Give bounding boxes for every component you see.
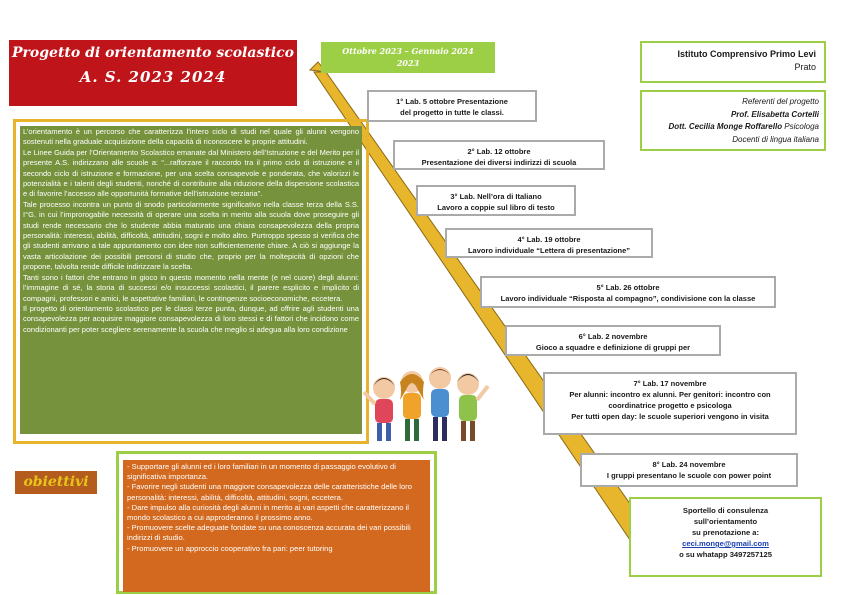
lab-4-desc: Lavoro individuale “Lettera di presentaz… bbox=[467, 246, 631, 255]
lab-6-title: 6° Lab. 2 novembre bbox=[578, 332, 648, 341]
lab-6-desc: Gioco a squadre e definizione di gruppi … bbox=[535, 343, 691, 352]
period-banner: Ottobre 2023 – Gennaio 2024 2023 bbox=[321, 42, 495, 73]
intro-paragraph: Tale processo incontra un punto di snodo… bbox=[23, 199, 359, 272]
counseling-line3: su prenotazione a: bbox=[691, 528, 760, 537]
lab-1-box: 1° Lab. 5 ottobre Presentazione del prog… bbox=[367, 90, 537, 122]
school-box: Istituto Comprensivo Primo Levi Prato bbox=[640, 41, 826, 83]
lab-1-title: 1° Lab. 5 ottobre Presentazione bbox=[396, 97, 508, 106]
referent-2-name: Dott. Cecilia Monge Roffarello bbox=[668, 122, 783, 131]
whatsapp-number: o su whatapp 3497257125 bbox=[679, 550, 772, 559]
intro-paragraph: Le Linee Guida per l’Orientamento Scolas… bbox=[23, 147, 359, 199]
objective-item: - Favorire negli studenti una maggiore c… bbox=[127, 482, 412, 502]
objective-item: - Dare impulso alla curiosità degli alun… bbox=[127, 502, 409, 523]
period-range: Ottobre 2023 – Gennaio 2024 bbox=[342, 46, 474, 56]
referents-role: Docenti di lingua italiana bbox=[732, 134, 819, 144]
lab-8-desc: I gruppi presentano le scuole con power … bbox=[606, 471, 772, 480]
objective-item: - Supportare gli alunni ed i loro famili… bbox=[127, 462, 396, 482]
lab-7-desc-1: Per alunni: incontro ex alunni. Per geni… bbox=[569, 390, 771, 399]
lab-8-title: 8° Lab. 24 novembre bbox=[652, 460, 726, 469]
children-illustration bbox=[362, 367, 490, 441]
lab-5-title: 5° Lab. 26 ottobre bbox=[596, 283, 660, 292]
referent-2-role: Psicologa bbox=[782, 122, 819, 131]
lab-7-title: 7° Lab. 17 novembre bbox=[633, 379, 707, 388]
counseling-line2: sull’orientamento bbox=[693, 517, 758, 526]
lab-3-desc: Lavoro a coppie sul libro di testo bbox=[437, 203, 555, 212]
lab-3-title: 3° Lab. Nell’ora di Italiano bbox=[450, 192, 542, 201]
school-city: Prato bbox=[794, 62, 816, 72]
lab-1-desc: del progetto in tutte le classi. bbox=[400, 108, 504, 117]
lab-2-box: 2° Lab. 12 ottobre Presentazione dei div… bbox=[393, 140, 605, 170]
lab-7-desc-2: coordinatrice progetto e psicologa bbox=[608, 401, 732, 410]
lab-3-box: 3° Lab. Nell’ora di Italiano Lavoro a co… bbox=[416, 185, 576, 216]
school-name: Istituto Comprensivo Primo Levi bbox=[677, 49, 816, 59]
referents-heading: Referenti del progetto bbox=[742, 97, 819, 106]
objectives-box: - Supportare gli alunni ed i loro famili… bbox=[116, 451, 437, 594]
counseling-box: Sportello di consulenza sull’orientament… bbox=[629, 497, 822, 577]
objective-item: - Promuovere scelte adeguate fondate su … bbox=[127, 523, 411, 543]
lab-5-desc: Lavoro individuale “Risposta al compagno… bbox=[500, 294, 756, 303]
lab-2-title: 2° Lab. 12 ottobre bbox=[467, 147, 531, 156]
intro-paragraph: L’orientamento è un percorso che caratte… bbox=[23, 127, 359, 147]
lab-4-box: 4° Lab. 19 ottobre Lavoro individuale “L… bbox=[445, 228, 653, 258]
counseling-line1: Sportello di consulenza bbox=[682, 506, 769, 515]
intro-text-box: L’orientamento è un percorso che caratte… bbox=[13, 119, 369, 444]
project-title-line1: Progetto di orientamento scolastico bbox=[12, 45, 294, 61]
intro-paragraph: Tanti sono i fattori che entrano in gioc… bbox=[23, 272, 359, 303]
referent-1: Prof. Elisabetta Cortelli bbox=[730, 109, 819, 119]
school-year: A. S. 2023 2024 bbox=[79, 68, 227, 86]
objectives-label: obiettivi bbox=[15, 471, 97, 494]
lab-6-box: 6° Lab. 2 novembre Gioco a squadre e def… bbox=[505, 325, 721, 356]
referent-2: Dott. Cecilia Monge Roffarello Psicologa bbox=[642, 121, 819, 134]
lab-8-box: 8° Lab. 24 novembre I gruppi presentano … bbox=[580, 453, 798, 487]
period-year: 2023 bbox=[396, 58, 420, 68]
referents-box: Referenti del progetto Prof. Elisabetta … bbox=[640, 90, 826, 151]
objective-item: - Promuovere un approccio cooperativo fr… bbox=[127, 543, 333, 553]
lab-7-box: 7° Lab. 17 novembre Per alunni: incontro… bbox=[543, 372, 797, 435]
lab-4-title: 4° Lab. 19 ottobre bbox=[517, 235, 581, 244]
project-title: Progetto di orientamento scolastico A. S… bbox=[9, 40, 297, 106]
lab-5-box: 5° Lab. 26 ottobre Lavoro individuale “R… bbox=[480, 276, 776, 308]
lab-7-desc-3: Per tutti open day: le scuole superiori … bbox=[571, 412, 769, 421]
lab-2-desc: Presentazione dei diversi indirizzi di s… bbox=[421, 158, 577, 167]
email-link[interactable]: ceci.monge@gmail.com bbox=[682, 539, 769, 548]
intro-paragraph: Il progetto di orientamento scolastico p… bbox=[23, 303, 359, 334]
